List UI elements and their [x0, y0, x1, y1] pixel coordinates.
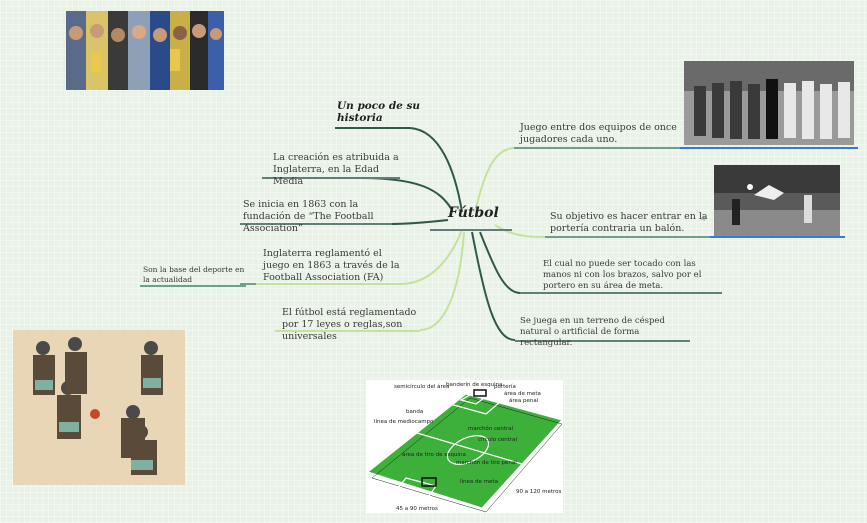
field-grass	[366, 393, 563, 509]
connector-history	[409, 127, 463, 213]
svg-text:área de tiro de esquina: área de tiro de esquina	[402, 451, 466, 458]
ancient-football-painting	[13, 330, 185, 485]
svg-text:banda: banda	[406, 409, 423, 415]
right-branch-2[interactable]: Su objetivo es hacer entrar en la porter…	[550, 211, 708, 234]
bicycle-kick-photo	[714, 165, 840, 236]
svg-text:marchón central: marchón central	[468, 425, 514, 432]
central-topic[interactable]: Fútbol	[448, 205, 499, 221]
left-branch-1[interactable]: La creación es atribuida a Inglaterra, e…	[273, 152, 399, 187]
connector-left-4	[419, 231, 465, 331]
connector-right-1	[474, 147, 516, 213]
svg-text:45 a 90 metros: 45 a 90 metros	[396, 506, 438, 512]
teams-photo	[684, 61, 854, 145]
right-branch-4[interactable]: Se juega en un terreno de césped natural…	[520, 316, 665, 348]
history-title[interactable]: Un poco de su historia	[337, 100, 421, 124]
svg-text:⊲: ⊲	[700, 215, 706, 223]
svg-text:semicírculo del área: semicírculo del área	[394, 383, 449, 390]
left-branch-3[interactable]: Inglaterra reglamentó el juego en 1863 a…	[263, 248, 400, 283]
svg-text:línea de mediocampo: línea de mediocampo	[374, 418, 434, 425]
left-branch-2[interactable]: Se inicia en 1863 con la fundación de “T…	[243, 199, 374, 234]
connector-left-3	[399, 229, 463, 285]
svg-text:portería: portería	[494, 383, 516, 390]
sub-branch[interactable]: Son la base del deporte en la actualidad	[143, 265, 245, 284]
svg-text:banderín de esquina: banderín de esquina	[446, 381, 502, 388]
connector-right-2	[494, 224, 546, 238]
connector-right-3	[479, 231, 521, 294]
svg-text:línea de meta: línea de meta	[460, 478, 498, 485]
left-branch-4[interactable]: El fútbol está reglamentado por 17 leyes…	[282, 307, 417, 342]
connector-left-2	[389, 219, 449, 225]
champions-photo	[66, 11, 224, 90]
right-branch-3[interactable]: El cual no puede ser tocado con las mano…	[543, 259, 702, 291]
right-branch-1[interactable]: Juego entre dos equipos de once jugadore…	[520, 122, 677, 145]
svg-text:área penal: área penal	[509, 397, 539, 404]
connector-right-4	[471, 231, 516, 341]
field-diagram: semicírculo del área banderín de esquina…	[366, 380, 563, 513]
svg-text:marchón de tiro penal: marchón de tiro penal	[456, 459, 517, 466]
svg-text:área de meta: área de meta	[504, 390, 541, 397]
svg-text:90 a 120 metros: 90 a 120 metros	[516, 489, 562, 495]
svg-text:círculo central: círculo central	[478, 436, 518, 443]
